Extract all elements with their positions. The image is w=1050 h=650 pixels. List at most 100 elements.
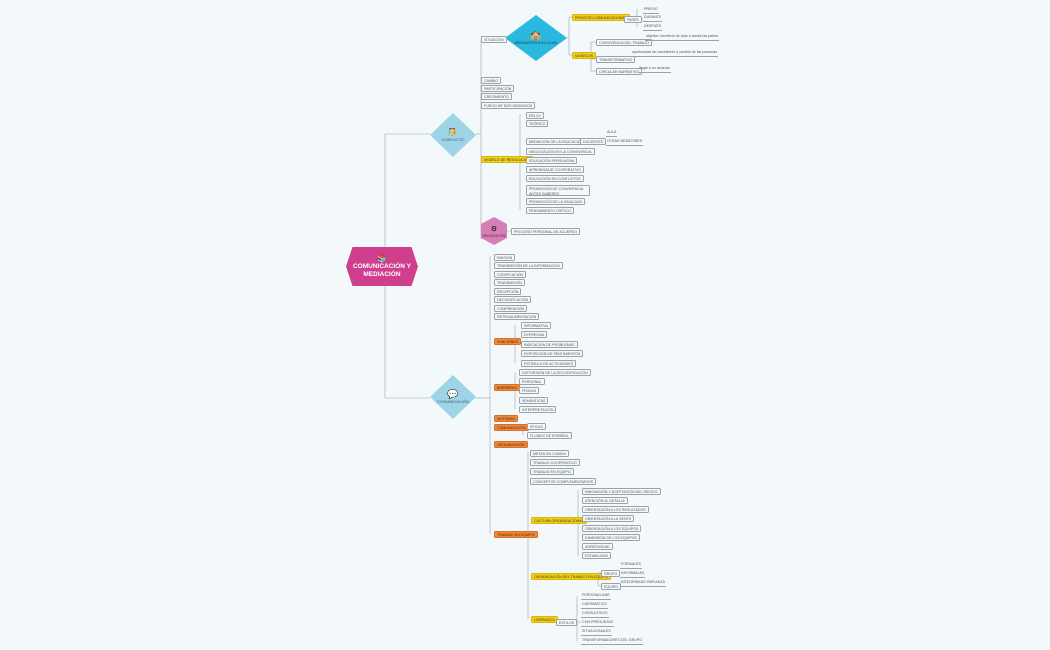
node-conceptos[interactable]: CONCEPTOS COMPLEMENTARIOS — [530, 478, 596, 485]
node-trabajo-en-equipo[interactable]: TRABAJO EN EQUIPO — [530, 468, 574, 475]
hub-label: COMUNICACIÓN — [437, 399, 469, 404]
node-educacion-persuasiva[interactable]: EDUCACIÓN PERSUASIVA — [526, 157, 578, 164]
node-exposicion-sentimientos[interactable]: EXPOSICIÓN DE SENTIMIENTOS — [521, 350, 584, 357]
node-transmision-info[interactable]: TRANSMISIÓN DE LA INFORMACIÓN — [494, 262, 563, 269]
node-trabajo-equipo[interactable]: TRABAJO EN EQUIPO — [494, 531, 538, 538]
node-consultivos[interactable]: CONSULTIVOS — [581, 611, 609, 618]
node-barreras[interactable]: BARRERAS — [494, 384, 520, 391]
node-liderazgo[interactable]: LIDERAZGO — [531, 616, 558, 623]
node-comunicacion[interactable]: COMUNICACIÓN — [494, 424, 529, 431]
node-orient-equipos[interactable]: ORIENTACIÓN A LOS EQUIPOS — [582, 525, 642, 532]
node-negociacion-convivencia[interactable]: NEGOCIACIÓN EN LA CONVIVENCIA — [526, 148, 595, 155]
diamond-shape — [430, 375, 476, 419]
node-fases[interactable]: FASES — [624, 16, 642, 23]
node-proceso-comunicacional[interactable]: PROCESO COMUNICACIONAL — [572, 14, 630, 21]
node-docentes[interactable]: DOCENTES — [580, 138, 606, 145]
node-eficaz[interactable]: EFICAZ — [527, 423, 546, 430]
node-promocion-igualdad[interactable]: PROMOCIÓN DE LA IGUALDAD — [526, 198, 586, 205]
node-agresividad[interactable]: AGRESIVIDAD — [582, 543, 613, 550]
node-previo[interactable]: PREVIO — [643, 7, 659, 14]
node-grupo[interactable]: GRUPO — [601, 570, 621, 577]
node-personal[interactable]: PERSONAL — [519, 378, 545, 385]
hub-conflicto[interactable]: 🤼 CONFLICTO — [430, 113, 476, 157]
node-distorsion[interactable]: DISTORSIÓN DE LA DECODIFICACIÓN — [519, 369, 591, 376]
node-situacion[interactable]: SITUACIÓN — [481, 36, 507, 43]
node-orient-gente[interactable]: ORIENTACIÓN A LA GENTE — [582, 515, 635, 522]
node-estilos[interactable]: ESTILOS — [556, 619, 578, 626]
node-transformativo-desc[interactable]: oportunidad de crecimiento y cambio de l… — [631, 50, 719, 57]
node-comprension[interactable]: COMPRENSIÓN — [494, 305, 528, 312]
node-interpretacion[interactable]: INTERPRETACIÓN — [519, 406, 557, 413]
node-teorico[interactable]: TEÓRICO — [526, 120, 549, 127]
node-circular-desc[interactable]: llegar a un acuerdo — [638, 66, 671, 73]
node-codificacion[interactable]: CODIFICACIÓN — [494, 271, 527, 278]
node-metas[interactable]: METAS EN COMÚN — [530, 450, 569, 457]
node-con-preguntas[interactable]: CON PREGUNTAS — [581, 620, 615, 627]
diamond-shape — [430, 113, 476, 157]
node-modelos[interactable]: MODELOS — [572, 52, 596, 59]
hub-label: MEDIACIÓN ESCOLAR — [514, 40, 558, 45]
node-convivencia-desc[interactable]: objetivo: beneficio de todo a través las… — [645, 34, 720, 41]
node-org-trabajo[interactable]: ORGANIZACIÓN DEL TRABAJO EN EQUIPO — [531, 573, 612, 580]
node-transformativo[interactable]: TRANSFORMATIVO — [596, 56, 636, 63]
node-personalizar[interactable]: PERSONALIZAR — [581, 593, 611, 600]
central-title: COMUNICACIÓN Y MEDIACIÓN — [352, 263, 412, 278]
node-recepcion[interactable]: RECEPCIÓN — [494, 288, 522, 295]
node-durante[interactable]: DURANTE — [643, 15, 663, 22]
node-estabilidad[interactable]: ESTABILIDAD — [582, 552, 612, 559]
diamond-shape — [505, 15, 567, 61]
node-emision[interactable]: EMISIÓN — [494, 254, 516, 261]
node-cultura[interactable]: CULTURA ORGANIZACIONAL — [531, 517, 587, 524]
node-semanticas[interactable]: SEMÁNTICAS — [519, 397, 549, 404]
node-participacion[interactable]: PARTICIPACIÓN — [481, 85, 515, 92]
node-innovacion[interactable]: INNOVACIÓN Y ACEPTACIÓN DEL RIESGO — [582, 488, 661, 495]
node-atencion-detalle[interactable]: ATENCIÓN AL DETALLE — [582, 497, 629, 504]
hub-negociacion[interactable]: ⚙ NEGOCIACIÓN — [481, 217, 507, 245]
central-topic[interactable]: 📚 COMUNICACIÓN Y MEDIACIÓN — [346, 247, 418, 286]
node-expresiva[interactable]: EXPRESIVA — [521, 331, 548, 338]
node-otras-medidores[interactable]: OTRAS MEDIDORES — [606, 139, 644, 146]
node-situacionales[interactable]: SITUACIONALES — [581, 629, 612, 636]
node-transformadores[interactable]: TRANSFORMADORES DEL GRUPO — [581, 638, 643, 645]
node-cambio[interactable]: CAMBIO — [481, 77, 502, 84]
node-transmision[interactable]: TRANSMISIÓN — [494, 279, 525, 286]
node-convivencia[interactable]: CONVIVENCIA DEL TRABAJO — [596, 39, 652, 46]
node-integridad[interactable]: INTEGRIDAD/CONFIANZA — [620, 580, 666, 587]
node-orient-resultados[interactable]: ORIENTACIÓN A LOS RESULTADOS — [582, 506, 649, 513]
node-reloj[interactable]: RELOJ — [526, 112, 544, 119]
hexagon-shape — [481, 217, 507, 245]
node-aula[interactable]: AULA — [606, 130, 618, 137]
node-decodificacion[interactable]: DECODIFICACIÓN — [494, 296, 532, 303]
node-proceso-personal[interactable]: PROCESO PERSONAL DE ACUERDO — [511, 228, 581, 235]
node-organizacion[interactable]: ORGANIZACIÓN — [494, 441, 528, 448]
node-mediacion-educacion[interactable]: MEDIACIÓN DE LA EDUCACIÓN — [526, 138, 587, 145]
node-informales[interactable]: INFORMALES — [620, 571, 646, 578]
node-fuego[interactable]: FUEGO DE DOS DEMONIOS — [481, 102, 536, 109]
node-promocion-convivencia[interactable]: PROMOCIÓN DE CONVIVENCIA ANTES SABERES — [526, 185, 590, 196]
node-crecimiento[interactable]: CRECIMIENTO — [481, 93, 513, 100]
node-funciones[interactable]: FUNCIONES — [494, 338, 522, 345]
node-aprendizaje-cooperativo[interactable]: APRENDIZAJE COOPERATIVO — [526, 166, 584, 173]
conflict-icon: 🤼 — [447, 127, 459, 137]
node-sistemas[interactable]: SISTEMAS — [494, 415, 519, 422]
node-carismatico[interactable]: CARISMÁTICO — [581, 602, 608, 609]
node-educacion-conflictos[interactable]: EDUCACIÓN EN CONFLICTOS — [526, 175, 584, 182]
hub-mediacion-escolar[interactable]: 🏫 MEDIACIÓN ESCOLAR — [505, 15, 567, 61]
node-retroalimentacion[interactable]: RETROALIMENTACIÓN — [494, 313, 540, 320]
books-icon: 📚 — [377, 254, 387, 263]
node-fluidez[interactable]: FLUIDEZ DE ESPAÑOL — [527, 432, 572, 439]
node-pensamiento-critico[interactable]: PENSAMIENTO CRÍTICO — [526, 207, 574, 214]
node-fisicas[interactable]: FÍSICAS — [519, 387, 539, 394]
node-formales[interactable]: FORMALES — [620, 562, 642, 569]
node-despues[interactable]: DESPUÉS — [643, 24, 663, 31]
chat-icon: 💬 — [447, 389, 459, 399]
node-indicacion-problemas[interactable]: INDICACIÓN DE PROBLEMAS — [521, 341, 578, 348]
node-estimulo-actividades[interactable]: ESTÍMULO DE ACTIVIDADES — [521, 360, 577, 367]
hub-comunicacion[interactable]: 💬 COMUNICACIÓN — [430, 375, 476, 419]
node-circular[interactable]: CIRCULAR NARRATIVO — [596, 68, 643, 75]
node-trabajo-cooperativo[interactable]: TRABAJO COOPERATIVO — [530, 459, 580, 466]
node-dimension-equipos[interactable]: DIMENSIÓN DE LOS EQUIPOS — [582, 534, 640, 541]
node-informativa[interactable]: INFORMATIVA — [521, 322, 552, 329]
node-equipo[interactable]: EQUIPO — [601, 583, 621, 590]
